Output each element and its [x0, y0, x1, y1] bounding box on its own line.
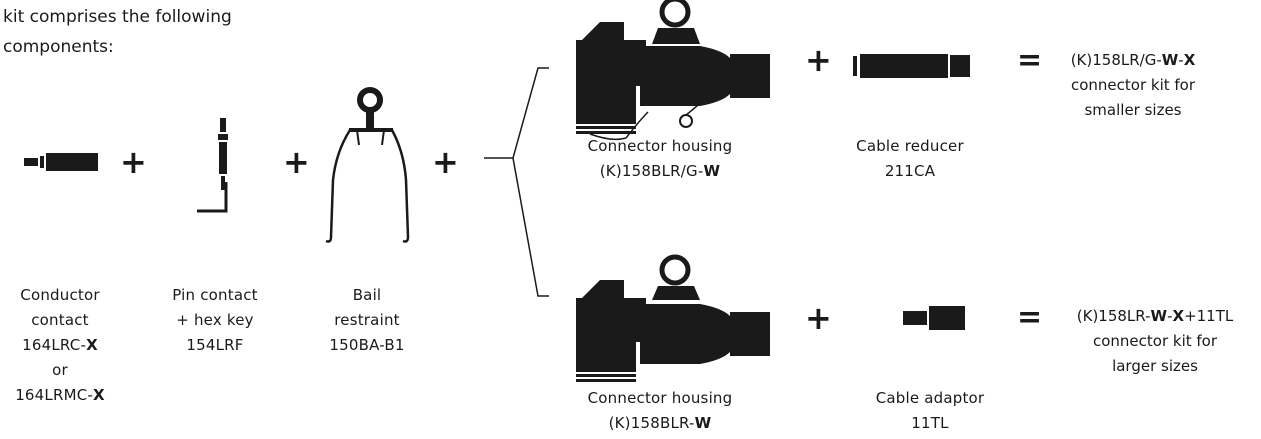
intro-text: kit comprises the following components: — [3, 2, 232, 62]
pin-contact-caption: Pin contact + hex key 154LRF — [172, 286, 258, 354]
bail-restraint-icon — [325, 87, 410, 243]
plus-sign: + — [432, 143, 459, 181]
cable-adaptor-caption: Cable adaptor 11TL — [875, 389, 985, 432]
equals-sign: = — [1017, 300, 1043, 335]
hex-key-icon — [197, 182, 228, 213]
plus-sign: + — [120, 143, 147, 181]
conductor-contact-caption: Conductor contact 164LRC-X or 164LRMC-X — [15, 286, 105, 404]
result-top-caption: (K)158LR/G-W-X connector kit for smaller… — [1070, 51, 1196, 119]
connector-housing-bottom-caption: Connector housing (K)158BLR-W — [587, 389, 733, 432]
equals-sign: = — [1017, 43, 1043, 78]
plus-sign: + — [283, 143, 310, 181]
plus-sign: + — [805, 299, 832, 337]
connector-housing-top-caption: Connector housing (K)158BLR/G-W — [587, 137, 733, 180]
cable-reducer-icon — [853, 54, 970, 78]
cable-adaptor-icon — [903, 306, 965, 330]
result-bottom-caption: (K)158LR-W-X+11TL connector kit for larg… — [1076, 307, 1234, 375]
intro-line-1: kit comprises the following — [3, 7, 232, 27]
connector-housing-bottom-icon — [576, 254, 770, 382]
conductor-contact-icon — [24, 153, 98, 171]
bail-restraint-caption: Bail restraint 150BA-B1 — [329, 286, 405, 354]
plus-sign: + — [805, 41, 832, 79]
intro-line-2: components: — [3, 37, 114, 57]
branch-bracket — [484, 67, 549, 297]
pin-contact-icon — [218, 118, 228, 190]
connector-housing-top-icon — [576, 0, 770, 141]
cable-reducer-caption: Cable reducer 211CA — [856, 137, 964, 180]
